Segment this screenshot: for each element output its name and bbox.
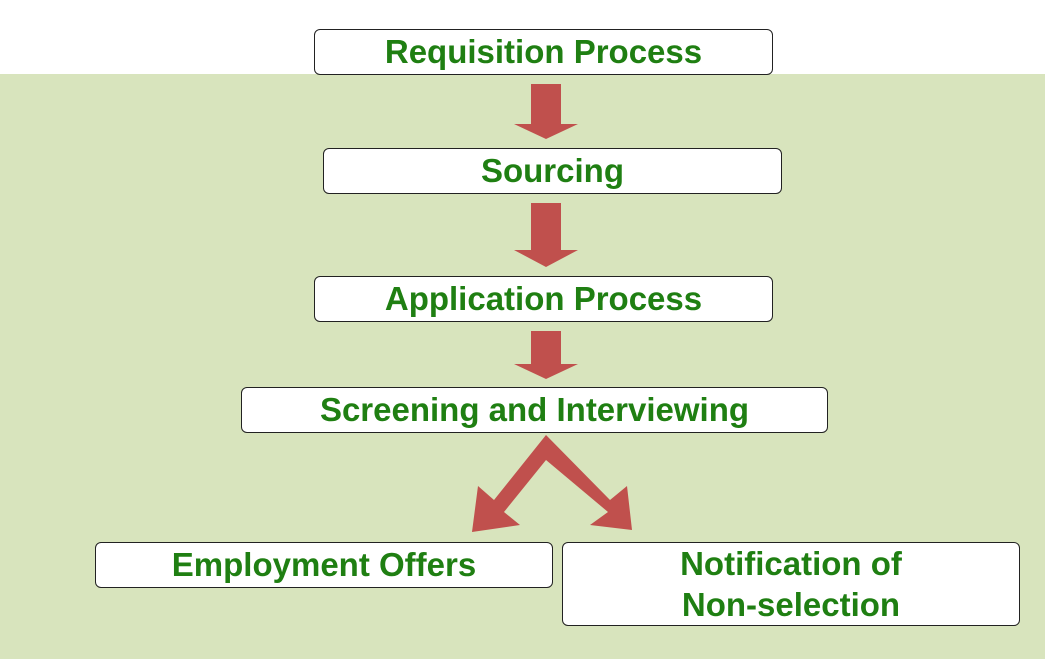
requisition-process-label: Requisition Process — [384, 33, 703, 71]
application-process-box: Application Process — [314, 276, 773, 322]
notification-non-selection-box: Notification of Non-selection — [562, 542, 1020, 626]
sourcing-box: Sourcing — [323, 148, 782, 194]
notification-label-line2: Non-selection — [681, 586, 901, 623]
application-process-label: Application Process — [384, 280, 703, 318]
employment-offers-label: Employment Offers — [171, 546, 477, 584]
notification-label-line1: Notification of — [680, 544, 902, 582]
sourcing-label: Sourcing — [480, 152, 624, 190]
screening-interviewing-label: Screening and Interviewing — [319, 391, 750, 429]
requisition-process-box: Requisition Process — [314, 29, 773, 75]
employment-offers-box: Employment Offers — [95, 542, 553, 588]
screening-interviewing-box: Screening and Interviewing — [241, 387, 828, 433]
